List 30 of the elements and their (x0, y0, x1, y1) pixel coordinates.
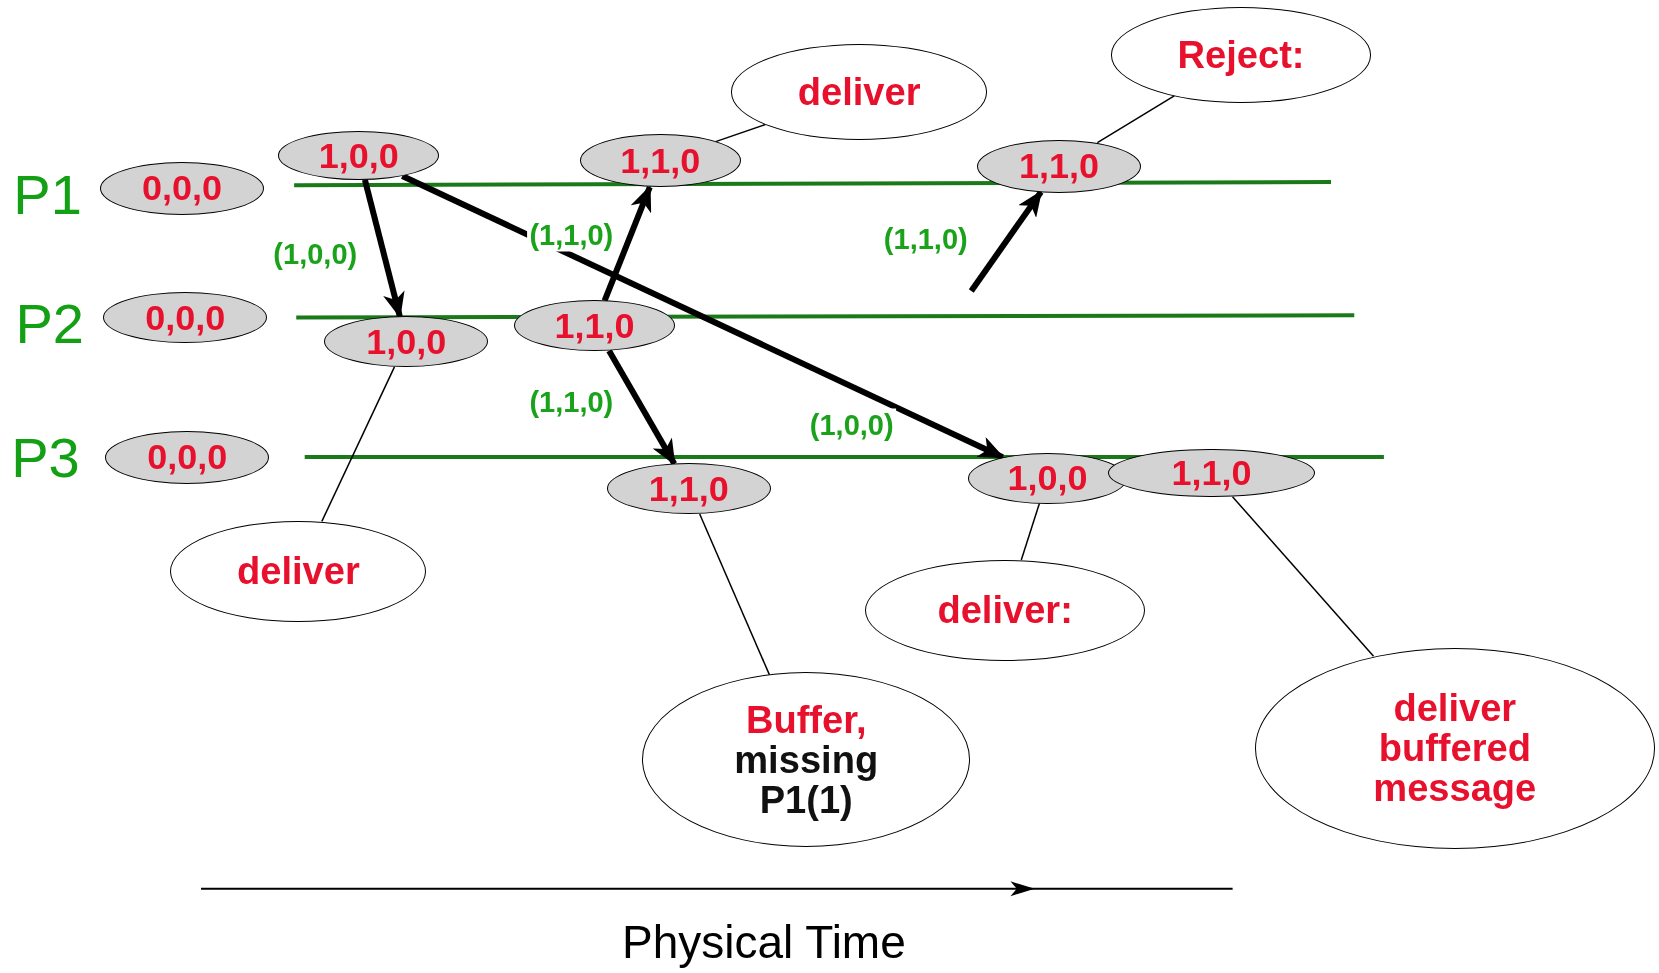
leader-line (1020, 502, 1041, 561)
callout-text: Reject: (1177, 35, 1305, 75)
leader-line (1096, 95, 1175, 144)
process-label: P1 (13, 161, 82, 227)
callout-text: Buffer, (745, 699, 867, 740)
callout-text: deliver buffered message (1372, 688, 1538, 808)
vector-timestamp: 1,1,0 (1171, 454, 1252, 492)
vector-timestamp: 0,0,0 (141, 169, 222, 208)
callout-text: deliver (236, 551, 360, 592)
vector-timestamp: 1,0,0 (1007, 459, 1088, 498)
vector-timestamp: 1,1,0 (620, 141, 701, 180)
callout-text: deliver (797, 72, 921, 113)
message-arrow (401, 173, 1005, 460)
vector-timestamp: 1,0,0 (318, 136, 399, 175)
process-label: P3 (11, 424, 80, 490)
vector-timestamp: 1,1,0 (648, 469, 729, 508)
vector-timestamp: 0,0,0 (145, 298, 226, 337)
leader-line (321, 366, 396, 523)
axis-label: Physical Time (622, 914, 906, 969)
vector-timestamp: 1,1,0 (554, 306, 635, 345)
leader-line (1231, 496, 1375, 657)
leader-line (714, 123, 767, 143)
leader-line (698, 513, 771, 676)
vector-timestamp: 1,1,0 (1019, 147, 1100, 185)
callout-text: deliver: (937, 590, 1073, 631)
vector-timestamp: 0,0,0 (147, 438, 228, 476)
callout-text: missing P1(1) (733, 739, 880, 820)
process-label: P2 (15, 290, 84, 356)
message-arrow (601, 185, 653, 302)
vector-timestamp: 1,0,0 (366, 322, 447, 361)
